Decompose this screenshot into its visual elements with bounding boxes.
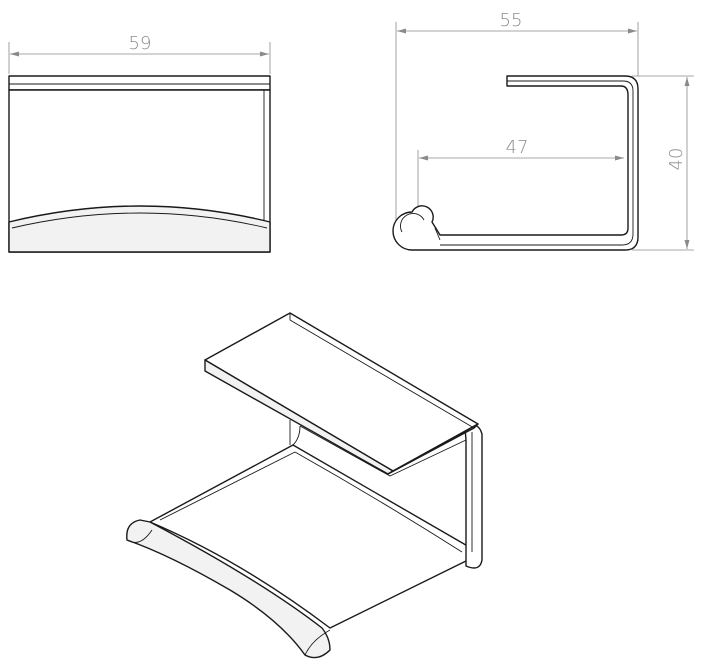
front-view-body bbox=[8, 75, 271, 253]
dimension-width-label: 59 bbox=[129, 33, 152, 54]
dimension-height: 40 bbox=[632, 75, 694, 251]
dimension-height-label: 40 bbox=[666, 148, 687, 171]
dimension-inner-length: 47 bbox=[417, 137, 624, 214]
dimension-overall-length: 55 bbox=[395, 10, 639, 228]
side-view-profile bbox=[392, 75, 639, 251]
iso-front-lip bbox=[126, 519, 331, 659]
dimension-overall-length-label: 55 bbox=[500, 10, 523, 31]
front-view: 59 bbox=[8, 33, 271, 253]
isometric-view bbox=[126, 312, 483, 659]
dimension-inner-length-label: 47 bbox=[506, 137, 529, 158]
dimension-width: 59 bbox=[8, 33, 271, 74]
iso-bottom-plate bbox=[149, 444, 473, 629]
side-view: 55 47 40 bbox=[392, 10, 694, 251]
iso-vertical-wall bbox=[464, 424, 483, 569]
